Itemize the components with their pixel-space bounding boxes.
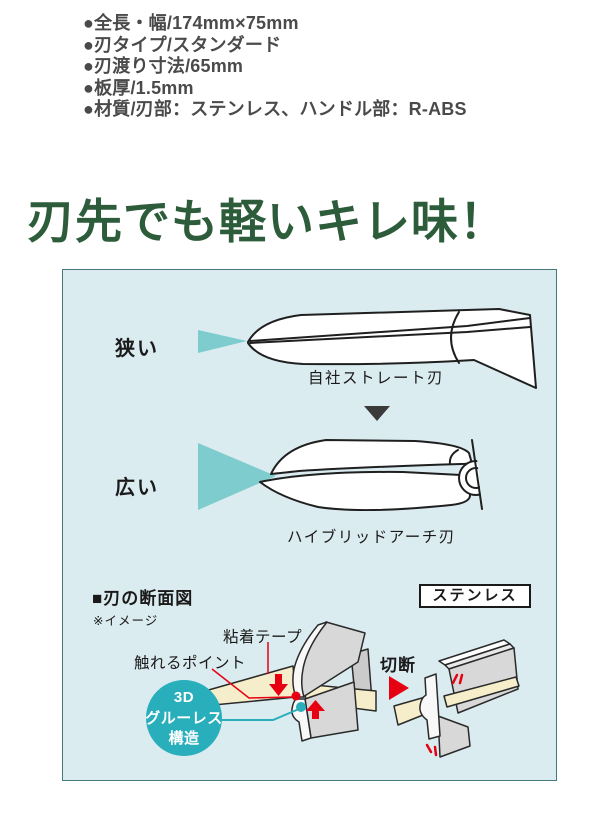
touch-point-dot	[291, 691, 301, 701]
image-note: ※イメージ	[93, 614, 159, 628]
badge-line: 3D	[173, 689, 195, 706]
blade-diagram-art	[146, 308, 537, 758]
blade-diagram-panel: 狭い 自社ストレート刃 広い ハイブリッドアーチ刃 ■刃の断面図 ※イメージ ス…	[62, 269, 557, 781]
impact-spark-marks	[425, 673, 464, 757]
wide-angle-icon	[198, 443, 276, 510]
arch-scissors-illustration	[259, 439, 483, 512]
narrow-angle-icon	[198, 330, 247, 353]
spec-list: ●全長・幅/174mm×75mm ●刃タイプ/スタンダード ●刃渡り寸法/65m…	[83, 13, 467, 121]
badge-line: グルーレス	[145, 709, 223, 727]
spec-item: ●板厚/1.5mm	[83, 77, 194, 98]
transition-arrow-icon	[364, 406, 390, 421]
glueless-badge-text: 3D グルーレス 構造	[124, 688, 244, 750]
spec-item: ●刃タイプ/スタンダード	[83, 34, 282, 55]
wide-label: 広い	[115, 477, 159, 499]
material-tag: ステンレス	[419, 584, 531, 608]
cut-direction-icon	[389, 676, 409, 700]
straight-scissors-illustration	[247, 308, 537, 389]
badge-line: 構造	[168, 730, 200, 747]
tape-label: 粘着テープ	[223, 629, 303, 646]
cut-label: 切断	[380, 656, 416, 675]
touch-point-label: 触れるポイント	[134, 655, 247, 672]
press-down-arrow-icon	[269, 674, 288, 696]
straight-blade-caption: 自社ストレート刃	[308, 370, 445, 387]
glueless-badge-circle	[146, 680, 222, 756]
page-title: 刃先でも軽いキレ味！	[27, 197, 507, 249]
touch-point-leader-line	[211, 668, 293, 699]
arch-blade-caption: ハイブリッドアーチ刃	[287, 529, 456, 546]
glueless-point-dot	[296, 702, 306, 712]
narrow-label: 狭い	[115, 338, 159, 360]
cross-section-after-illustration	[393, 639, 520, 758]
spec-item: ●全長・幅/174mm×75mm	[83, 13, 299, 33]
press-up-arrow-icon	[306, 700, 325, 719]
cross-section-title: ■刃の断面図	[92, 589, 194, 608]
badge-leader-line	[221, 708, 300, 721]
spec-item: ●刃渡り寸法/65mm	[83, 56, 244, 76]
spec-item: ●材質/刃部：ステンレス、ハンドル部：R-ABS	[83, 99, 467, 119]
